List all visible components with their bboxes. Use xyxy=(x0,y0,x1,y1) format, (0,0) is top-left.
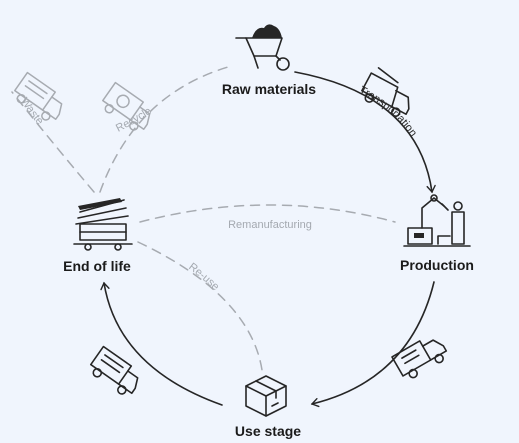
factory-robot-arm-icon xyxy=(403,194,471,247)
node-label-end-of-life: End of life xyxy=(63,258,131,274)
edge-reuse-dashed xyxy=(137,241,263,371)
edge-use-to-end xyxy=(100,281,223,406)
truck-icon-delivery xyxy=(391,339,448,379)
wheelbarrow-icon xyxy=(235,24,290,71)
node-label-use-stage: Use stage xyxy=(235,423,301,439)
truck-icon-waste xyxy=(14,71,63,121)
edge-label-remanufacturing: Remanufacturing xyxy=(228,219,312,231)
edge-label-re-use: Re-use xyxy=(186,261,221,293)
truck-icon-transportation xyxy=(361,67,410,117)
edge-end-to-raw-dashed xyxy=(99,66,229,193)
edge-label-waste: Waste xyxy=(18,96,46,128)
edge-remanufacturing-dashed xyxy=(139,204,396,223)
edge-label-transportation: Transportation xyxy=(357,84,419,139)
scrap-cart-icon xyxy=(73,198,133,251)
node-label-raw-materials: Raw materials xyxy=(222,81,316,97)
node-label-production: Production xyxy=(400,257,474,273)
edge-production-to-use xyxy=(310,281,435,408)
box-icon xyxy=(245,375,287,417)
truck-icon-reuse-return xyxy=(89,345,139,395)
truck-icon-recycle xyxy=(102,81,151,131)
edge-raw-to-production xyxy=(294,71,436,194)
